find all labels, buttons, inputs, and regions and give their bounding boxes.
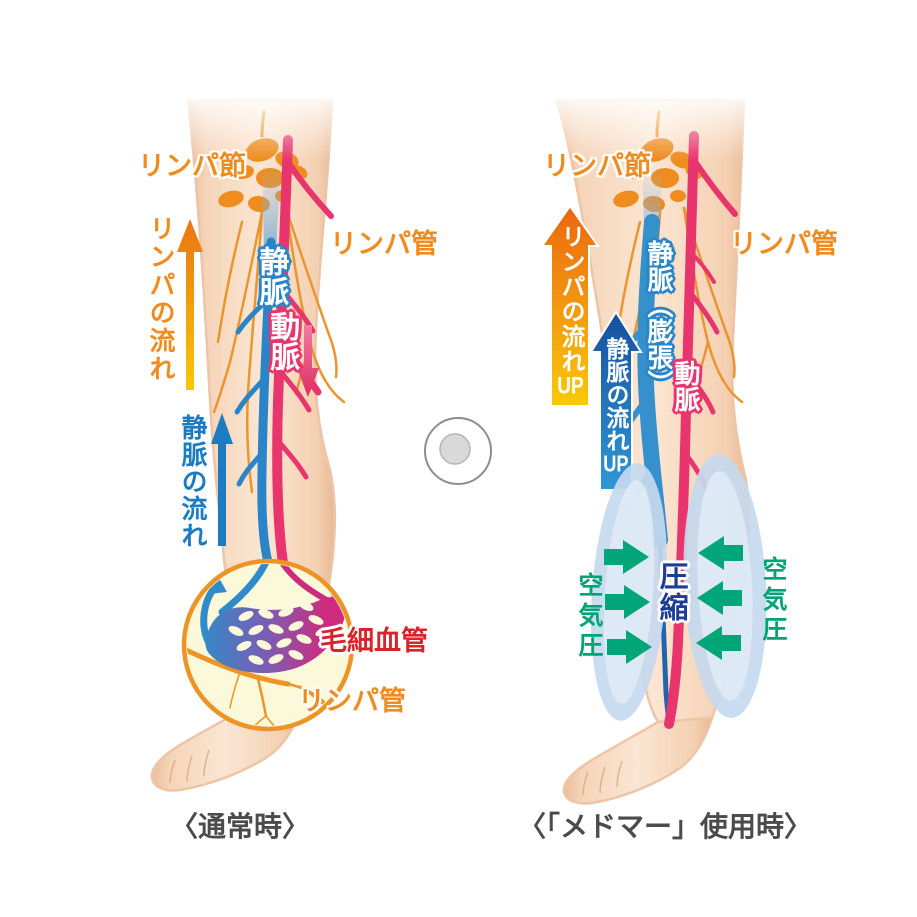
top-fade xyxy=(0,88,917,160)
left-vein-flow-label: 静脈の流れ xyxy=(178,414,209,549)
right-foot xyxy=(562,716,714,805)
right-caption: 〈「メドマー」使用時〉 xyxy=(517,811,812,842)
left-vein-flow-arrow xyxy=(211,413,233,546)
compression-label: 圧縮 xyxy=(655,561,688,623)
left-lymph-node-label: リンパ節 xyxy=(138,151,246,181)
capillary-mesh-holes xyxy=(228,601,329,665)
inset-vein-inflow xyxy=(218,564,271,616)
left-vein-fade xyxy=(262,162,281,252)
capillary-label: 毛細血管 xyxy=(320,626,428,656)
right-lymph-flow-up-label: リンパの流れUP xyxy=(556,224,584,398)
left-vein xyxy=(234,237,276,567)
right-lymph-vessel-label: リンパ管 xyxy=(730,229,838,259)
air-pressure-left-label: 空気圧 xyxy=(575,572,603,662)
right-lymph-flow-up-arrow xyxy=(540,204,600,407)
inset-lymph-vessel-label: リンパ管 xyxy=(298,686,406,716)
left-lymph-flow-label: リンパの流れ xyxy=(146,215,177,383)
right-artery-label: 動脈 xyxy=(671,360,702,412)
left-caption: 〈通常時〉 xyxy=(169,811,310,842)
left-artery-down-arrow xyxy=(297,325,319,397)
inset-vein-up-arrow xyxy=(210,578,227,594)
right-lymph-node-label: リンパ節 xyxy=(543,151,651,181)
center-marker xyxy=(424,417,492,485)
left-vein-label: 静脈 xyxy=(254,246,288,306)
right-vein-flow-up-label: 静脈の流れUP xyxy=(602,337,629,475)
inset-lymph-branches xyxy=(187,647,329,726)
capillary-inset xyxy=(181,558,355,732)
right-vein-swollen-label: 静脈（膨張） xyxy=(644,240,675,396)
left-lymph-flow-arrow xyxy=(177,219,203,390)
left-artery-label: 動脈 xyxy=(265,311,299,371)
air-pressure-right-label: 空気圧 xyxy=(759,556,787,646)
left-leg xyxy=(150,98,346,792)
left-lymph-vessel-label: リンパ管 xyxy=(330,229,438,259)
